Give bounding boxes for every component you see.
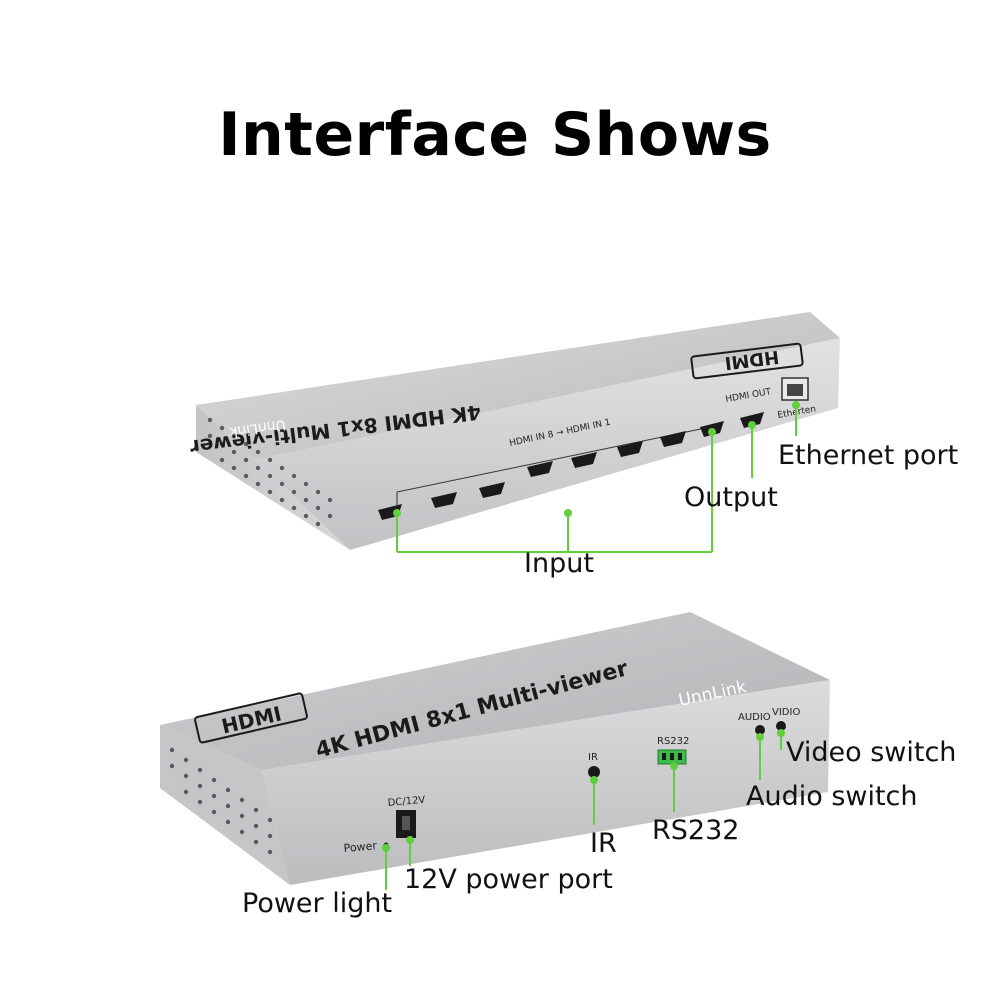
callout-output: Output: [684, 482, 778, 513]
video-switch-button: [776, 721, 786, 731]
power-led-label: Power: [343, 839, 378, 855]
front-device-left-side: [196, 405, 350, 550]
audio-label: AUDIO: [738, 712, 771, 723]
hdmi-output-port: [740, 412, 764, 428]
rs232-label: RS232: [657, 736, 689, 747]
callout-audio-switch: Audio switch: [746, 781, 918, 812]
callout-rs232: RS232: [652, 815, 740, 846]
callout-input: Input: [524, 548, 594, 579]
front-brand-text: UnnLink: [227, 416, 286, 440]
callout-power-light: Power light: [242, 888, 393, 919]
back-device-top-face: [160, 612, 830, 770]
callout-12v-power-port: 12V power port: [404, 864, 613, 895]
ir-port: [588, 766, 600, 778]
back-vents: [169, 747, 273, 855]
front-device-front-face: [255, 338, 840, 550]
front-callout-lines: [393, 401, 800, 553]
video-label: VIDIO: [772, 707, 800, 718]
front-device-top-face: [196, 312, 840, 460]
callout-video-switch: Video switch: [786, 737, 957, 768]
front-vents: [207, 417, 333, 527]
ir-label: IR: [588, 752, 598, 763]
dc-12v-label: DC/12V: [387, 795, 426, 809]
page-title: Interface Shows: [218, 100, 772, 170]
back-callout-lines: [382, 729, 785, 890]
hdmi-input-ports: [378, 421, 724, 520]
callout-ir: IR: [590, 828, 617, 859]
callout-ethernet: Ethernet port: [778, 440, 959, 471]
audio-switch-button: [755, 725, 765, 735]
back-device-left-side: [160, 725, 290, 885]
